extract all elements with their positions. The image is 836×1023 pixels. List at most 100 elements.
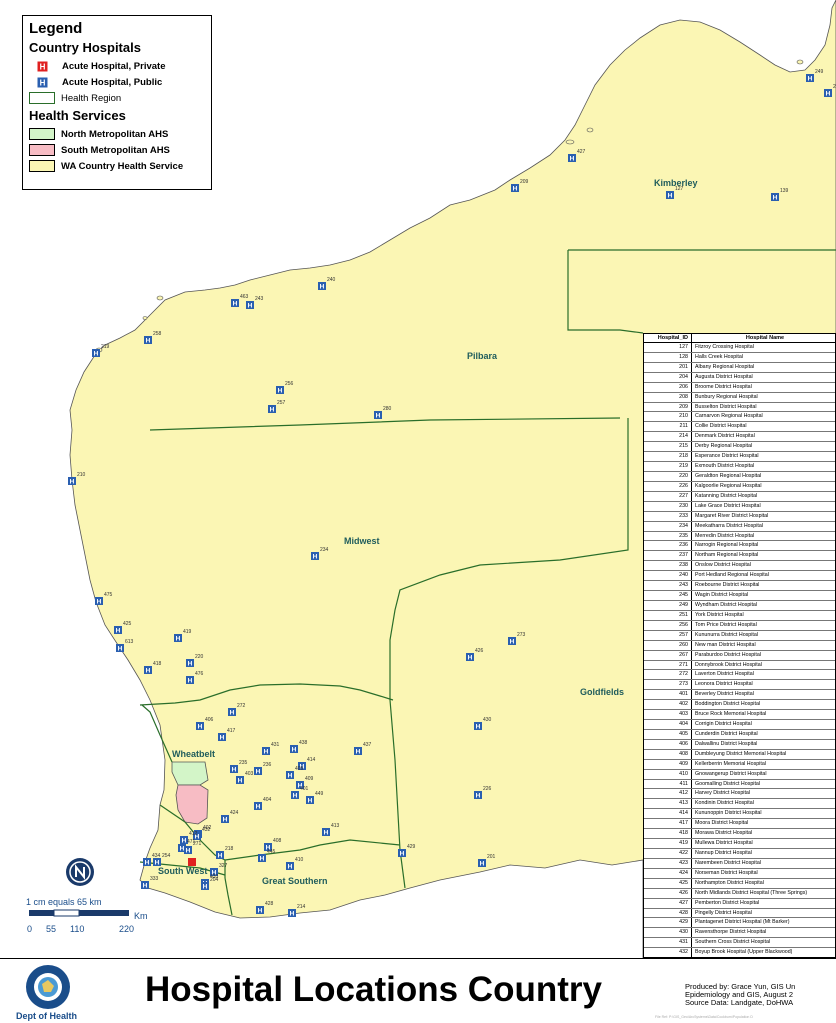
public-hospital-icon[interactable]: H (254, 767, 262, 776)
hospital-id-label: 419 (183, 629, 192, 635)
svg-text:H: H (400, 851, 405, 858)
public-hospital-icon[interactable]: H (228, 708, 236, 717)
svg-text:H: H (826, 91, 831, 98)
public-hospital-icon[interactable]: H (258, 854, 266, 863)
public-hospital-icon[interactable]: H (95, 597, 103, 606)
legend-north-metro-label: North Metropolitan AHS (61, 128, 169, 140)
public-hospital-icon[interactable]: H (291, 791, 299, 800)
hospital-name-cell: Narrogin Regional Hospital (695, 542, 759, 549)
public-hospital-icon[interactable]: H (236, 776, 244, 785)
public-hospital-icon[interactable]: H (210, 868, 218, 877)
public-hospital-icon[interactable]: H (196, 722, 204, 731)
public-hospital-icon[interactable]: H (288, 909, 296, 918)
private-hospital-icon[interactable] (188, 858, 196, 866)
public-hospital-icon[interactable]: H (141, 881, 149, 890)
public-hospital-icon[interactable]: H (216, 851, 224, 860)
public-hospital-icon[interactable]: H (354, 747, 362, 756)
public-hospital-icon[interactable]: H (508, 637, 516, 646)
public-hospital-icon[interactable]: H (474, 791, 482, 800)
public-hospital-icon[interactable]: H (114, 626, 122, 635)
public-hospital-icon[interactable]: H (374, 411, 382, 420)
public-hospital-icon[interactable]: H (186, 676, 194, 685)
public-hospital-icon[interactable]: H (144, 666, 152, 675)
public-hospital-icon[interactable]: H (68, 477, 76, 486)
credit-line-3: Source Data: Landgate, DoHWA (685, 998, 794, 1007)
public-hospital-icon[interactable]: H (806, 74, 814, 83)
svg-text:H: H (300, 764, 305, 771)
public-hospital-icon[interactable]: H (230, 765, 238, 774)
public-hospital-icon[interactable]: H (201, 882, 209, 891)
public-hospital-icon[interactable]: H (144, 336, 152, 345)
public-hospital-icon[interactable]: H (184, 846, 192, 855)
legend-private-label: Acute Hospital, Private (62, 60, 166, 72)
public-hospital-icon[interactable]: H (264, 843, 272, 852)
svg-text:H: H (218, 853, 223, 860)
public-hospital-icon[interactable]: H (568, 154, 576, 163)
public-hospital-icon[interactable]: H (286, 862, 294, 871)
public-hospital-icon[interactable]: H (318, 282, 326, 291)
hospital-id-cell: 206 (644, 382, 692, 392)
public-hospital-icon[interactable]: H (276, 386, 284, 395)
public-hospital-icon[interactable]: H (771, 193, 779, 202)
public-hospital-icon[interactable]: H (824, 89, 832, 98)
public-hospital-icon[interactable]: H (178, 844, 186, 853)
public-hospital-icon[interactable]: H (474, 722, 482, 731)
public-hospital-icon[interactable]: H (286, 771, 294, 780)
public-hospital-icon[interactable]: H (143, 858, 151, 867)
hospital-id-cell: 429 (644, 918, 692, 928)
svg-text:H: H (230, 710, 235, 717)
public-hospital-icon[interactable]: H (466, 653, 474, 662)
public-hospital-icon[interactable]: H (116, 644, 124, 653)
svg-text:H: H (510, 639, 515, 646)
public-hospital-icon[interactable]: H (193, 832, 201, 841)
public-hospital-icon[interactable]: H (298, 762, 306, 771)
public-hospital-icon[interactable]: H (262, 747, 270, 756)
hospital-name-cell: Southern Cross District Hospital (695, 939, 771, 946)
hospital-id-label: 429 (407, 844, 416, 850)
public-hospital-icon[interactable]: H (296, 781, 304, 790)
public-hospital-icon[interactable]: H (306, 796, 314, 805)
public-hospital-icon[interactable]: H (218, 733, 226, 742)
region-label-goldfields: Goldfields (580, 687, 625, 697)
public-hospital-icon[interactable]: H (221, 815, 229, 824)
svg-text:H: H (186, 848, 191, 855)
public-hospital-icon[interactable]: H (231, 299, 239, 308)
hospital-name-cell: Boddington District Hospital (695, 701, 761, 708)
public-hospital-icon[interactable]: H (290, 745, 298, 754)
public-hospital-icon[interactable]: H (180, 836, 188, 845)
svg-text:H: H (198, 724, 203, 731)
public-hospital-icon[interactable]: H (92, 349, 100, 358)
public-hospital-icon[interactable]: H (186, 659, 194, 668)
public-hospital-icon[interactable]: H (256, 906, 264, 915)
svg-text:H: H (223, 817, 228, 824)
public-hospital-icon[interactable]: H (174, 634, 182, 643)
public-hospital-icon[interactable]: H (268, 405, 276, 414)
north-metropolitan-region (171, 761, 209, 786)
public-hospital-icon[interactable]: H (666, 191, 674, 200)
public-hospital-icon[interactable]: H (153, 858, 161, 867)
hospital-name-cell: Kununoppin District Hospital (695, 810, 762, 817)
public-hospital-icon[interactable]: H (246, 301, 254, 310)
public-hospital-icon[interactable]: H (311, 552, 319, 561)
public-hospital-icon[interactable]: H (511, 184, 519, 193)
public-hospital-icon[interactable]: H (322, 828, 330, 837)
hospital-id-label: 256 (285, 381, 294, 387)
hospital-id-label: 201 (487, 854, 496, 860)
public-hospital-icon[interactable]: H (478, 859, 486, 868)
public-hospital-icon[interactable]: H (398, 849, 406, 858)
legend-public-label: Acute Hospital, Public (62, 76, 163, 88)
public-hospital-icon[interactable]: H (254, 802, 262, 811)
hospital-id-label: 139 (780, 188, 789, 194)
